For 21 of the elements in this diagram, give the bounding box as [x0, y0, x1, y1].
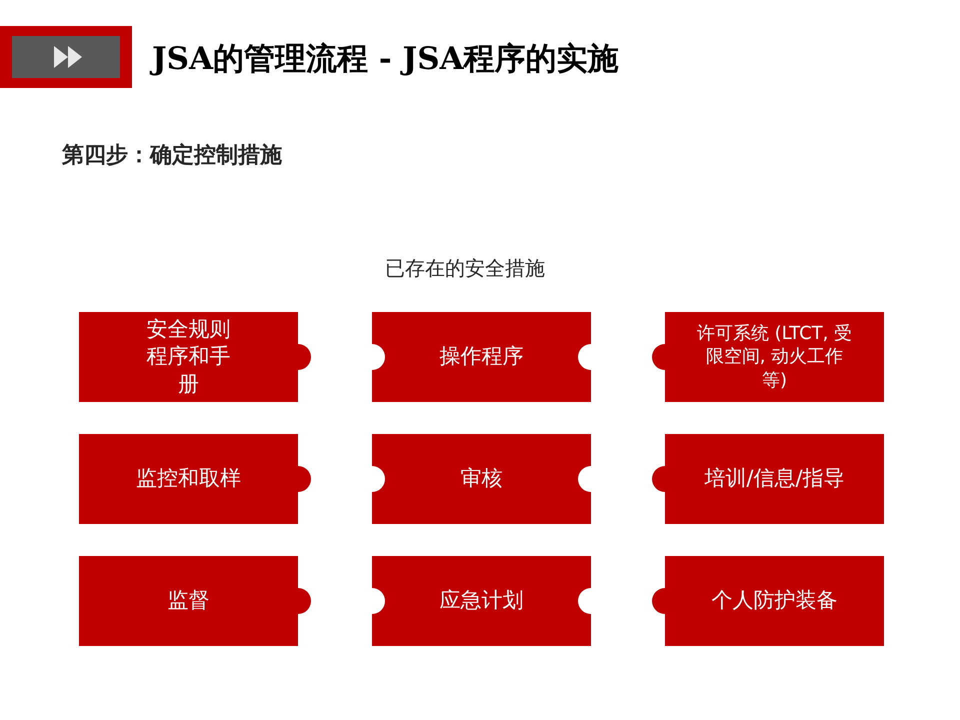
puzzle-piece-box [79, 434, 311, 524]
puzzle-piece-box [372, 556, 591, 646]
box-label: 安全规则程序和手册 [146, 316, 232, 398]
puzzle-piece-box [652, 556, 884, 646]
section-heading: 已存在的安全措施 [385, 255, 545, 282]
box-label: 操作程序 [440, 343, 524, 370]
step-heading: 第四步：确定控制措施 [62, 142, 282, 170]
box-label: 审核 [460, 465, 502, 492]
puzzle-piece-box [79, 312, 311, 402]
puzzle-piece-box [79, 556, 311, 646]
title: JSA的管理流程 - JSA程序的实施 [152, 38, 619, 80]
box-label: 许可系统 (LTCT, 受限空间, 动火工作等) [696, 322, 854, 392]
puzzle-piece-box [372, 312, 591, 402]
box-label: 个人防护装备 [712, 587, 838, 614]
box-label: 应急计划 [440, 587, 524, 614]
box-label: 培训/信息/指导 [704, 465, 845, 492]
puzzle-piece-box [652, 434, 884, 524]
puzzle-piece-box [372, 434, 591, 524]
box-label: 监控和取样 [136, 465, 241, 492]
box-label: 监督 [168, 587, 210, 614]
puzzle-piece-box [652, 312, 884, 402]
